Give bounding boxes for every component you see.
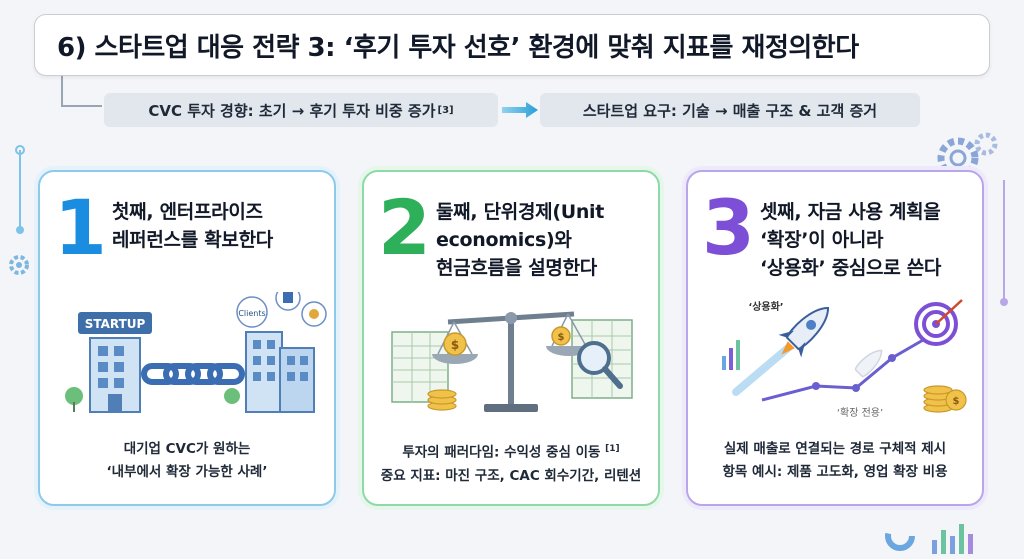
svg-text:$: $ [953,396,960,407]
caption-line: 항목 예시: 제품 고도화, 영업 확장 비용 [722,464,948,480]
arrow-right-icon [502,102,538,118]
card-number: 3 [702,183,755,272]
expansion-label: ‘확장 전용’ [837,407,883,419]
gear-icon [937,132,998,179]
balance-scale-illustration: $ $ [391,311,633,412]
gear-icon [9,255,29,275]
trend-text: CVC 투자 경향: 초기 → 후기 투자 비중 증가 [148,101,436,120]
caption-reference: [1] [605,444,620,454]
chart-decoration-bottom [885,521,973,554]
trend-pill: CVC 투자 경향: 초기 → 후기 투자 비중 증가 [3] [104,93,498,127]
connector-line [61,76,102,107]
strategy-card-2: 2 둘째, 단위경제(Unit economics)와 현금흐름을 설명한다 [362,170,660,506]
card-heading: 셋째, 자금 사용 계획을 ‘확장’이 아니라 ‘상용화’ 중심으로 쓴다 [760,201,942,279]
card-heading: 첫째, 엔터프라이즈 레퍼런스를 확보한다 [112,201,273,251]
card-number: 2 [378,183,431,272]
caption-line: 대기업 CVC가 원하는 [123,441,251,457]
caption-line: 중요 지표: 마진 구조, CAC 회수기간, 리텐션 [380,467,642,484]
caption-line: 실제 매출로 연결되는 경로 구체적 제시 [723,441,947,457]
trend-reference: [3] [437,104,454,116]
strategy-card-3: 3 셋째, 자금 사용 계획을 ‘확장’이 아니라 ‘상용화’ 중심으로 쓴다 … [686,170,984,506]
clients-label: Clients [238,309,265,318]
requirement-pill: 스타트업 요구: 기술 → 매출 구조 & 고객 증거 [540,93,920,127]
card-number: 1 [54,183,107,272]
requirement-text: 스타트업 요구: 기술 → 매출 구조 & 고객 증거 [582,101,878,120]
strategy-card-1: 1 첫째, 엔터프라이즈 레퍼런스를 확보한다 STARTUP [38,170,336,506]
page-title: 6) 스타트업 대응 전략 3: ‘후기 투자 선호’ 환경에 맞춰 지표를 재… [57,32,859,63]
circuit-decoration-right [1000,180,1008,306]
svg-text:$: $ [558,332,565,343]
enterprise-reference-illustration: STARTUP [65,292,327,413]
card-caption: 대기업 CVC가 원하는 ‘내부에서 확장 가능한 사례’ [40,438,334,484]
svg-text:$: $ [451,338,459,352]
card-caption: 실제 매출로 연결되는 경로 구체적 제시 항목 예시: 제품 고도화, 영업 … [688,438,982,484]
card-heading: 둘째, 단위경제(Unit economics)와 현금흐름을 설명한다 [436,201,605,279]
rocket-target-illustration: ‘상용화’ [722,299,967,419]
caption-line: ‘내부에서 확장 가능한 사례’ [106,464,268,480]
caption-line: 투자의 패러다임: 수익성 중심 이동 [402,444,601,461]
commercialization-label: ‘상용화’ [748,300,783,313]
caption-line-1: 투자의 패러다임: 수익성 중심 이동 [1] [364,438,658,465]
card-caption: 투자의 패러다임: 수익성 중심 이동 [1] 중요 지표: 마진 구조, CA… [364,438,658,488]
title-box: 6) 스타트업 대응 전략 3: ‘후기 투자 선호’ 환경에 맞춰 지표를 재… [34,14,990,76]
startup-label: STARTUP [85,317,146,331]
circuit-decoration-left [15,145,25,234]
